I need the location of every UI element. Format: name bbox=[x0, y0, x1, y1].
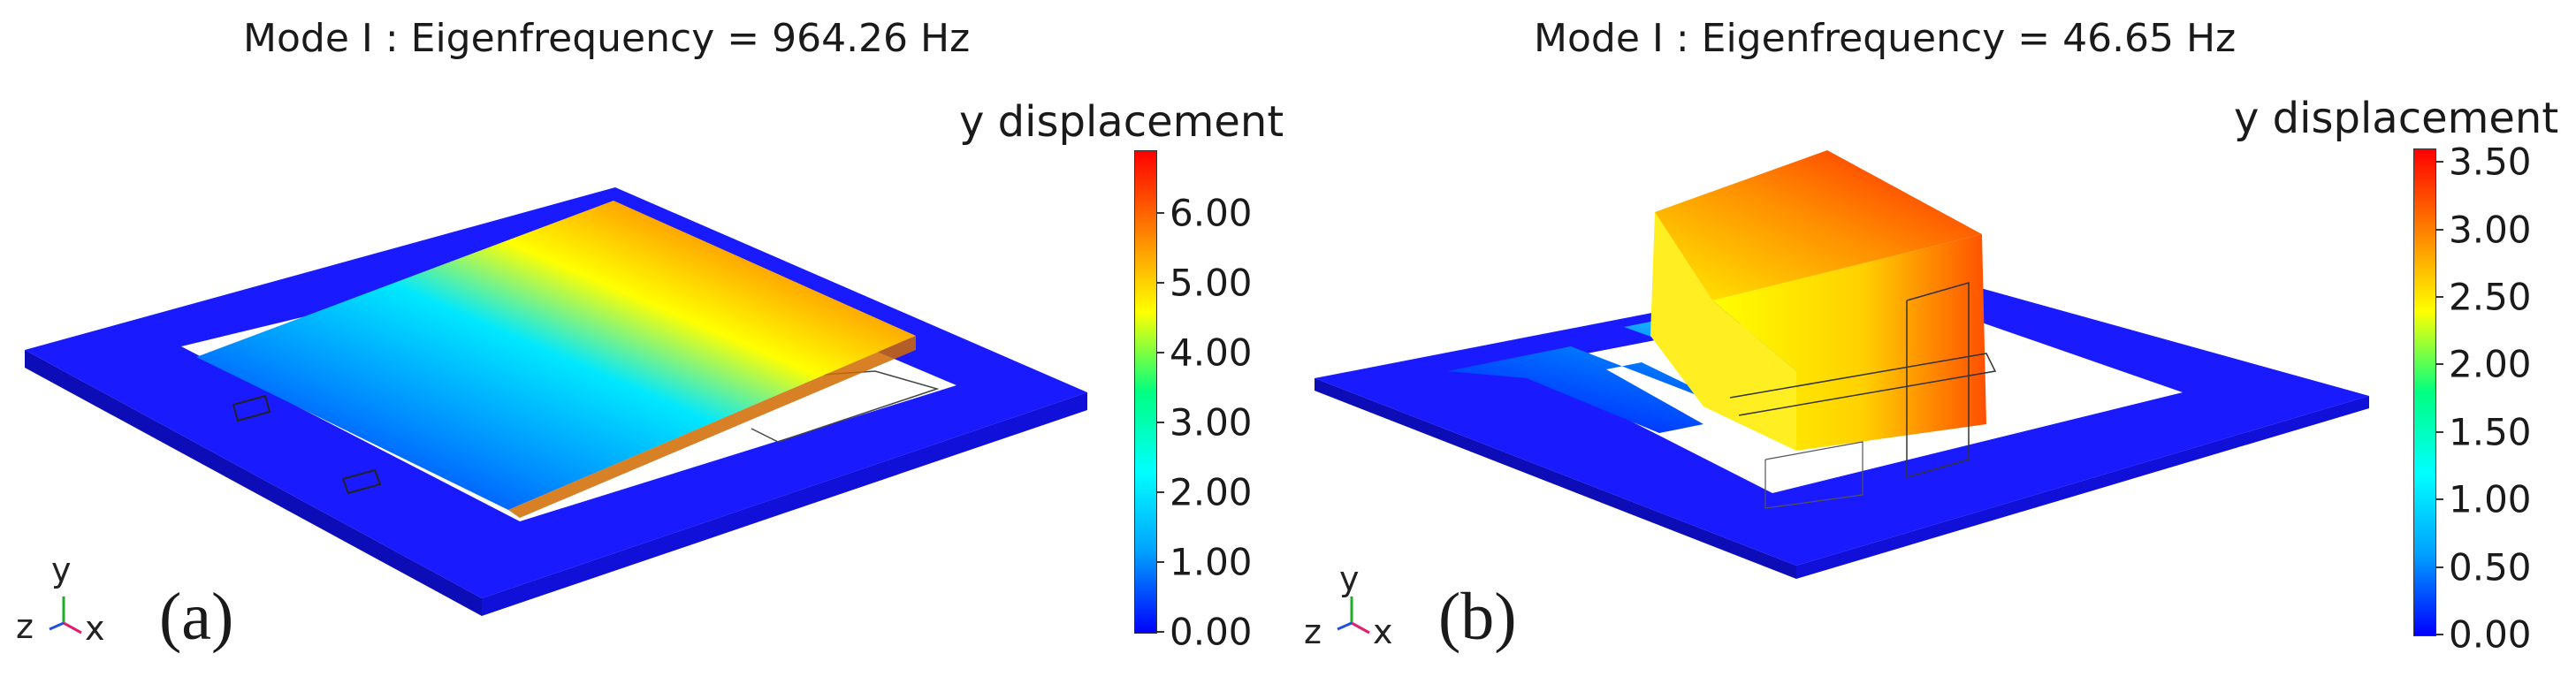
panel-b-title: Mode I : Eigenfrequency = 46.65 Hz bbox=[1534, 16, 2237, 61]
colorbar-tickmark bbox=[1157, 631, 1164, 633]
colorbar-tickmark bbox=[2436, 363, 2443, 366]
panel-a-geometry: y z x bbox=[16, 187, 1087, 648]
panel-a-label: (a) bbox=[159, 580, 234, 654]
colorbar-tickmark bbox=[2436, 566, 2443, 568]
colorbar-tick-label: 6.00 bbox=[1170, 191, 1253, 235]
mass-b-top bbox=[1655, 150, 1982, 300]
colorbar-tickmark bbox=[2436, 296, 2443, 299]
triad-a-y-label: y bbox=[51, 551, 72, 589]
colorbar-tickmark bbox=[1157, 212, 1164, 215]
colorbar-tick-label: 1.00 bbox=[2449, 477, 2532, 521]
triad-a-x-label: x bbox=[85, 609, 105, 648]
panel-b-colorbar bbox=[2413, 148, 2436, 636]
frame-a-feature-1 bbox=[232, 394, 271, 422]
colorbar-tick-label: 4.00 bbox=[1170, 331, 1253, 375]
mass-b-face bbox=[1712, 234, 1986, 451]
mass-b-wireframe-2 bbox=[1729, 353, 1997, 416]
colorbar-tickmark bbox=[1157, 491, 1164, 494]
colorbar-tickmark bbox=[2436, 498, 2443, 501]
colorbar-tickmark bbox=[1157, 352, 1164, 354]
triad-b-x-label: x bbox=[1373, 612, 1393, 651]
colorbar-tick-label: 2.00 bbox=[1170, 470, 1253, 514]
panel-a: Mode I : Eigenfrequency = 964.26 Hz bbox=[16, 16, 1284, 654]
colorbar-tick-label: 3.50 bbox=[2449, 140, 2532, 184]
triad-b-z-label: z bbox=[1304, 612, 1322, 651]
colorbar-tickmark bbox=[2436, 228, 2443, 231]
colorbar-tick-label: 2.50 bbox=[2449, 275, 2532, 319]
frame-b-side-right bbox=[1796, 396, 2369, 579]
panel-a-colorbar bbox=[1134, 150, 1157, 634]
panel-a-legend-title: y displacement bbox=[959, 97, 1284, 147]
colorbar-tick-label: 0.00 bbox=[2449, 612, 2532, 657]
colorbar-tickmark bbox=[2436, 430, 2443, 433]
panel-b-legend-title: y displacement bbox=[2234, 94, 2559, 143]
frame-a-side-right bbox=[482, 392, 1087, 616]
mass-b-wireframe bbox=[1906, 282, 1970, 478]
colorbar-tickmark bbox=[2436, 634, 2443, 635]
colorbar-tick-label: 0.50 bbox=[2449, 545, 2532, 589]
colorbar-tickmark bbox=[1157, 282, 1164, 285]
colorbar-tickmark bbox=[1157, 422, 1164, 424]
frame-a-feature-2 bbox=[341, 468, 382, 495]
colorbar-tick-label: 3.00 bbox=[2449, 208, 2532, 252]
frame-b-side-left bbox=[1315, 378, 1796, 579]
colorbar-tick-label: 0.00 bbox=[1170, 610, 1253, 654]
colorbar-tick-label: 2.00 bbox=[2449, 342, 2532, 386]
plate-a-surface bbox=[196, 201, 916, 510]
colorbar-tick-label: 1.00 bbox=[1170, 540, 1253, 584]
colorbar-tick-label: 5.00 bbox=[1170, 261, 1253, 305]
triad-a-z-label: z bbox=[16, 607, 34, 646]
mass-b-front bbox=[1650, 212, 1796, 451]
panel-a-title: Mode I : Eigenfrequency = 964.26 Hz bbox=[243, 16, 971, 61]
panel-b-label: (b) bbox=[1438, 580, 1517, 654]
frame-a-side-left bbox=[25, 350, 482, 616]
axes-triad-a: y z x bbox=[16, 551, 105, 648]
axes-triad-b: y z x bbox=[1304, 559, 1393, 651]
plate-a-edge bbox=[508, 336, 916, 518]
colorbar-tickmark bbox=[1157, 561, 1164, 563]
colorbar-tickmark bbox=[2436, 161, 2443, 163]
triad-b-y-label: y bbox=[1339, 559, 1360, 598]
colorbar-tick-label: 1.50 bbox=[2449, 410, 2532, 454]
colorbar-tick-label: 3.00 bbox=[1170, 400, 1253, 445]
panel-b-geometry: y z x bbox=[1304, 150, 2369, 651]
mass-b-wireframe-3 bbox=[1764, 441, 1863, 509]
panel-b: Mode I : Eigenfrequency = 46.65 Hz bbox=[1288, 0, 2576, 684]
